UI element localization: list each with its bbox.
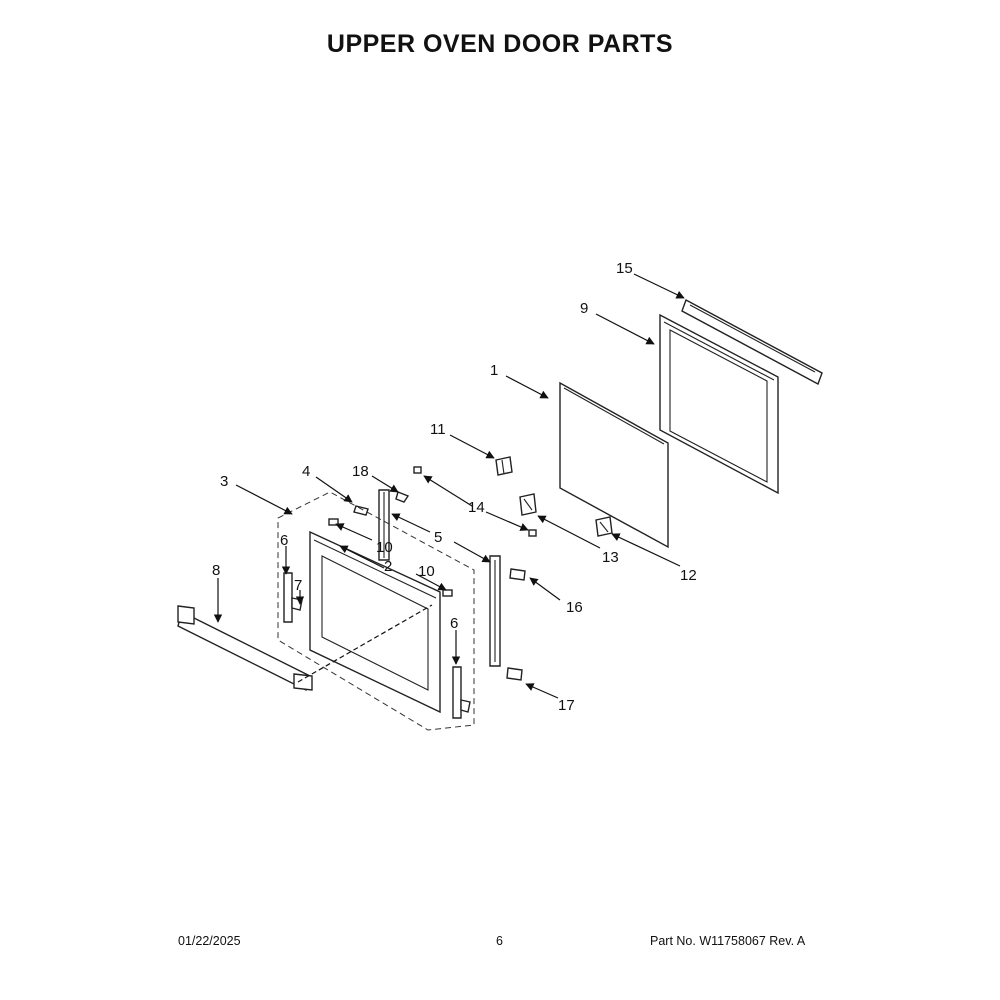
callout-4: 4 [302, 463, 310, 480]
leader-lines [213, 273, 685, 699]
part-10-tab-right [442, 589, 453, 597]
part-16-screw [509, 568, 526, 581]
footer-part-number: Part No. W11758067 Rev. A [650, 934, 806, 948]
part-9-inner-door-frame [659, 313, 779, 495]
part-12-bracket [595, 516, 613, 537]
part-14-pad-lower [528, 529, 537, 537]
part-2-outer-door-panel [309, 530, 441, 714]
footer-date: 01/22/2025 [178, 934, 241, 948]
part-6-hinge-right [452, 666, 471, 719]
part-15-vent-trim [681, 299, 823, 385]
callout-11: 11 [430, 421, 446, 438]
handle-mount-line [297, 604, 433, 683]
part-14-pad-upper [413, 466, 422, 474]
part-4-screw [353, 505, 369, 516]
callout-8: 8 [212, 562, 220, 579]
callout-10-lower: 10 [418, 563, 435, 580]
part-17-screw [506, 667, 523, 681]
callout-6-right: 6 [450, 615, 458, 632]
callout-15: 15 [616, 260, 633, 277]
callout-18: 18 [352, 463, 369, 480]
page-title: UPPER OVEN DOOR PARTS [326, 30, 674, 58]
callout-1: 1 [490, 362, 498, 379]
callout-17: 17 [558, 697, 575, 714]
part-13-bracket [519, 493, 537, 516]
callout-12: 12 [680, 567, 697, 584]
callout-16: 16 [566, 599, 583, 616]
callout-2: 2 [384, 558, 392, 575]
callout-7: 7 [294, 577, 302, 594]
part-11-clip [495, 456, 513, 476]
part-8-door-handle [177, 605, 313, 692]
part-5-side-channel [489, 555, 501, 667]
callout-5: 5 [434, 529, 442, 546]
callout-10-upper: 10 [376, 539, 393, 556]
part-10-tab-left [328, 518, 339, 526]
footer-page-number: 6 [496, 934, 503, 948]
callout-14: 14 [468, 499, 485, 516]
part-18-channel [378, 489, 410, 561]
callout-6-left: 6 [280, 532, 288, 549]
part-1-glass-panel [559, 381, 669, 549]
callout-9: 9 [580, 300, 588, 317]
callout-13: 13 [602, 549, 619, 566]
callout-3: 3 [220, 473, 228, 490]
